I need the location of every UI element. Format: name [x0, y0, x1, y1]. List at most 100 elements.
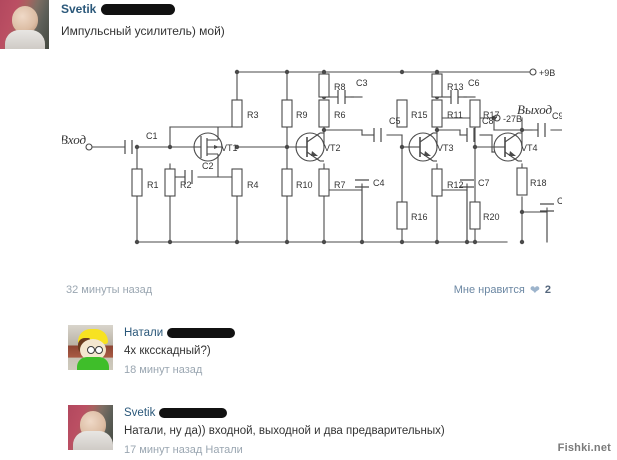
post-author[interactable]: Svetik — [61, 2, 225, 16]
capacitor-C9 — [537, 123, 546, 137]
label-R4: R4 — [247, 180, 259, 190]
label-R20: R20 — [483, 212, 500, 222]
heart-icon: ❤ — [529, 283, 540, 297]
label-C2: C2 — [202, 161, 214, 171]
label-VT2: VT2 — [324, 143, 341, 153]
transistor-VT3 — [408, 132, 438, 162]
post-author-name: Svetik — [61, 2, 97, 16]
avatar[interactable] — [68, 405, 113, 450]
transistor-VT2 — [295, 132, 325, 162]
label-C8: C8 — [482, 116, 494, 126]
label-C9: C9 — [552, 111, 562, 121]
resistor-R18 — [516, 167, 528, 196]
resistor-R7 — [318, 168, 330, 197]
label-VT4: VT4 — [521, 143, 538, 153]
label-R6: R6 — [334, 110, 346, 120]
transistor-VT4 — [493, 132, 523, 162]
label-C10: C10 — [557, 196, 562, 206]
comment-author-name: Svetik — [124, 407, 156, 419]
label-output: Выход — [517, 102, 553, 117]
comment-text: 4х кксскадный?) — [124, 345, 211, 357]
comment-timestamp: 18 минут назад — [124, 364, 203, 376]
resistor-R2 — [164, 168, 176, 197]
like-label: Мне нравится — [453, 284, 525, 296]
label-R7: R7 — [334, 180, 346, 190]
label-R15: R15 — [411, 110, 428, 120]
label-C1: C1 — [146, 131, 158, 141]
resistor-R1 — [131, 168, 143, 197]
label-vcc: +9В — [539, 68, 555, 78]
label-VT1: VT1 — [221, 143, 238, 153]
comment-author-name: Натали — [124, 327, 164, 339]
resistor-R11 — [431, 99, 443, 128]
watermark: Fishki.net — [557, 442, 611, 454]
label-R1: R1 — [147, 180, 159, 190]
capacitor-C5 — [373, 128, 382, 142]
cartoon-body — [77, 357, 109, 370]
label-R16: R16 — [411, 212, 428, 222]
comment: Натали 4х кксскадный?) 18 минут назад — [68, 325, 236, 376]
redacted-surname — [167, 327, 236, 338]
post-timestamp: 32 минуты назад — [66, 284, 153, 296]
capacitor-C1 — [124, 140, 133, 154]
resistor-R8 — [318, 73, 330, 98]
capacitor-C6 — [450, 90, 459, 104]
label-VT3: VT3 — [437, 143, 454, 153]
comment-author[interactable]: Натали — [124, 326, 236, 340]
resistor-R6 — [318, 99, 330, 128]
label-R8: R8 — [334, 82, 346, 92]
resistor-R16 — [396, 201, 408, 230]
label-R11: R11 — [447, 110, 463, 120]
resistor-R12 — [431, 168, 443, 197]
comment-author[interactable]: Svetik — [124, 406, 445, 420]
capacitor-C8 — [466, 128, 475, 142]
circuit-schematic: C1 C2 C3 C4 C5 C6 C7 C8 C9 C10 R1 R2 R3 … — [62, 68, 562, 245]
avatar[interactable] — [0, 0, 49, 49]
label-R13: R13 — [447, 82, 464, 92]
resistor-R9 — [281, 99, 293, 128]
cartoon-eye-right — [95, 346, 103, 354]
label-vee: -27В — [503, 114, 522, 124]
post-meta-row: 32 минуты назад Мне нравится ❤ 2 — [66, 283, 551, 297]
avatar[interactable] — [68, 325, 113, 370]
like-control[interactable]: Мне нравится ❤ 2 — [454, 283, 551, 297]
post-header: Svetik Импульсный усилитель) мой) — [0, 0, 617, 49]
label-C4: C4 — [373, 178, 385, 188]
post-attachment-schematic[interactable]: C1 C2 C3 C4 C5 C6 C7 C8 C9 C10 R1 R2 R3 … — [62, 52, 562, 262]
redacted-surname — [159, 407, 228, 418]
comment: Svetik Натали, ну да)) входной, выходной… — [68, 405, 445, 456]
label-C7: C7 — [478, 178, 490, 188]
input-terminal-dot — [85, 143, 93, 151]
label-R3: R3 — [247, 110, 259, 120]
transistor-VT1 — [193, 127, 223, 177]
capacitor-C3 — [337, 90, 346, 104]
label-R2: R2 — [180, 180, 192, 190]
resistor-R17 — [469, 99, 481, 128]
resistor-R10 — [281, 168, 293, 197]
label-input: Вход — [62, 132, 87, 147]
vcc-terminal-dot — [529, 68, 537, 76]
label-C3: C3 — [356, 78, 368, 88]
post: Svetik Импульсный усилитель) мой) — [0, 0, 617, 49]
post-body-text: Импульсный усилитель) мой) — [61, 24, 225, 38]
cartoon-eye-left — [87, 346, 95, 354]
comment-column: Натали 4х кксскадный?) 18 минут назад — [124, 325, 236, 376]
label-R9: R9 — [296, 110, 308, 120]
label-R17: R17 — [483, 110, 500, 120]
comment-column: Svetik Натали, ну да)) входной, выходной… — [124, 405, 445, 456]
label-C6: C6 — [468, 78, 480, 88]
label-R18: R18 — [530, 178, 547, 188]
post-text-column: Svetik Импульсный усилитель) мой) — [61, 0, 225, 39]
resistor-R3 — [231, 99, 243, 128]
capacitor-C2 — [184, 170, 193, 184]
label-R10: R10 — [296, 180, 313, 190]
resistor-R13 — [431, 73, 443, 98]
like-count: 2 — [544, 284, 551, 296]
redacted-surname — [101, 4, 176, 16]
resistor-R20 — [469, 201, 481, 230]
label-R12: R12 — [447, 180, 464, 190]
resistor-R15 — [396, 99, 408, 128]
label-C5: C5 — [389, 116, 401, 126]
comment-text: Натали, ну да)) входной, выходной и два … — [124, 425, 445, 437]
resistor-R4 — [231, 168, 243, 197]
